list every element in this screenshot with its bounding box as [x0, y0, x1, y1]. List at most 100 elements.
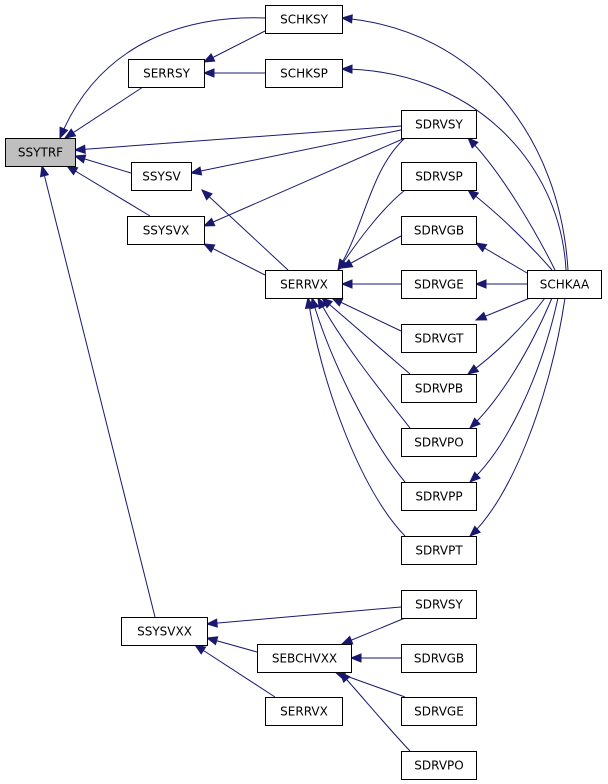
node-label: SDRVGB	[414, 652, 464, 666]
edge-line	[469, 297, 566, 537]
edge-line	[203, 30, 266, 63]
node-sdrvgt[interactable]: SDRVGT	[401, 324, 477, 353]
edge-line	[203, 137, 406, 227]
edge-line	[341, 17, 569, 271]
arrow-head-icon	[349, 653, 362, 663]
edge-sdrvgb1-to-serrvx1	[340, 235, 402, 269]
node-sdrvpo2[interactable]: SDRVPO	[401, 751, 477, 780]
node-label: SDRVPP	[415, 490, 462, 504]
node-box[interactable]	[401, 536, 477, 565]
node-box[interactable]	[257, 644, 352, 673]
edge-serrvx2-to-ssysvxx	[193, 644, 276, 698]
node-sdrvpb[interactable]: SDRVPB	[401, 374, 477, 403]
node-box[interactable]	[401, 697, 477, 726]
node-box[interactable]	[401, 751, 477, 780]
node-label: SERRVX	[280, 278, 328, 292]
arrow-head-icon	[193, 644, 207, 655]
edge-schkaa-to-sdrvpo1	[469, 297, 553, 429]
node-label: SCHKSY	[280, 13, 329, 27]
node-box[interactable]	[401, 270, 477, 299]
node-box[interactable]	[121, 617, 208, 646]
edge-line	[201, 189, 289, 271]
arrow-head-icon	[304, 296, 315, 310]
node-box[interactable]	[401, 428, 477, 457]
edge-line	[341, 68, 567, 271]
edge-sdrvsy2-to-sebchvxx	[340, 617, 406, 645]
node-box[interactable]	[265, 697, 343, 726]
node-ssysvx[interactable]: SSYSVX	[127, 216, 205, 245]
edge-line	[194, 644, 276, 698]
node-sdrvgb2[interactable]: SDRVGB	[401, 644, 477, 673]
node-box[interactable]	[401, 374, 477, 403]
node-sdrvge2[interactable]: SDRVGE	[401, 697, 477, 726]
arrow-head-icon	[65, 165, 79, 176]
node-serrvx2[interactable]: SERRVX	[265, 697, 343, 726]
edge-line	[66, 165, 151, 217]
node-box[interactable]	[401, 216, 477, 245]
node-sebchvxx[interactable]: SEBCHVXX	[257, 644, 352, 673]
edge-schkaa-to-sdrvge1	[474, 279, 527, 289]
node-box[interactable]	[401, 110, 477, 139]
edge-line	[74, 125, 402, 151]
node-label: SDRVGE	[414, 705, 464, 719]
node-sdrvpt[interactable]: SDRVPT	[401, 536, 477, 565]
edge-layer	[39, 14, 569, 752]
node-sdrvpo1[interactable]: SDRVPO	[401, 428, 477, 457]
node-ssysv[interactable]: SSYSV	[131, 162, 192, 191]
node-box[interactable]	[401, 324, 477, 353]
edge-schksy-to-ssytrf	[59, 17, 266, 140]
edge-line	[467, 189, 553, 271]
arrow-head-icon	[340, 14, 353, 24]
edge-line	[64, 86, 144, 139]
edge-line	[467, 137, 556, 271]
node-serrvx1[interactable]: SERRVX	[265, 270, 343, 299]
node-schkaa[interactable]: SCHKAA	[527, 270, 602, 299]
arrow-head-icon	[202, 217, 216, 227]
node-box[interactable]	[401, 644, 477, 673]
node-sdrvsy2[interactable]: SDRVSY	[401, 590, 477, 619]
edge-line	[469, 297, 553, 429]
node-ssysvxx[interactable]: SSYSVXX	[121, 617, 208, 646]
edge-sdrvpt-to-serrvx1	[304, 296, 406, 537]
node-label: SDRVPT	[415, 544, 463, 558]
edge-schksp-to-serrsy	[202, 68, 265, 78]
arrow-head-icon	[474, 279, 487, 289]
node-box[interactable]	[401, 590, 477, 619]
node-label: SERRVX	[280, 705, 328, 719]
node-label: SDRVSY	[415, 118, 463, 132]
node-sdrvsy1[interactable]: SDRVSY	[401, 110, 477, 139]
node-schksy[interactable]: SCHKSY	[265, 5, 343, 34]
arrow-head-icon	[340, 64, 353, 74]
node-box[interactable]	[5, 138, 76, 167]
node-sdrvge1[interactable]: SDRVGE	[401, 270, 477, 299]
node-sdrvgb1[interactable]: SDRVGB	[401, 216, 477, 245]
node-box[interactable]	[401, 162, 477, 191]
node-box[interactable]	[401, 482, 477, 511]
edge-schkaa-to-sdrvgb1	[474, 242, 528, 274]
node-box[interactable]	[127, 216, 205, 245]
node-sdrvsp[interactable]: SDRVSP	[401, 162, 477, 191]
edge-sdrvsy1-to-serrvx1	[337, 137, 406, 272]
node-box[interactable]	[527, 270, 602, 299]
node-label: SDRVGT	[415, 332, 465, 346]
arrow-head-icon	[468, 525, 481, 537]
node-box[interactable]	[128, 59, 205, 88]
node-box[interactable]	[265, 59, 343, 88]
edge-line	[467, 297, 546, 375]
arrow-head-icon	[202, 68, 215, 78]
edge-line	[41, 165, 156, 618]
edge-schkaa-to-schksp	[340, 64, 567, 271]
node-schksp[interactable]: SCHKSP	[265, 59, 343, 88]
node-sdrvpp[interactable]: SDRVPP	[401, 482, 477, 511]
edge-schkaa-to-sdrvpb	[466, 297, 546, 375]
edge-line	[203, 243, 266, 276]
node-box[interactable]	[131, 162, 192, 191]
node-box[interactable]	[265, 270, 343, 299]
node-box[interactable]	[265, 5, 343, 34]
edge-sdrvsy1-to-ssytrf	[73, 125, 402, 154]
node-ssytrf[interactable]: SSYTRF	[5, 138, 76, 167]
arrow-head-icon	[340, 279, 353, 289]
edge-schkaa-to-schksy	[340, 14, 569, 271]
node-serrsy[interactable]: SERRSY	[128, 59, 205, 88]
